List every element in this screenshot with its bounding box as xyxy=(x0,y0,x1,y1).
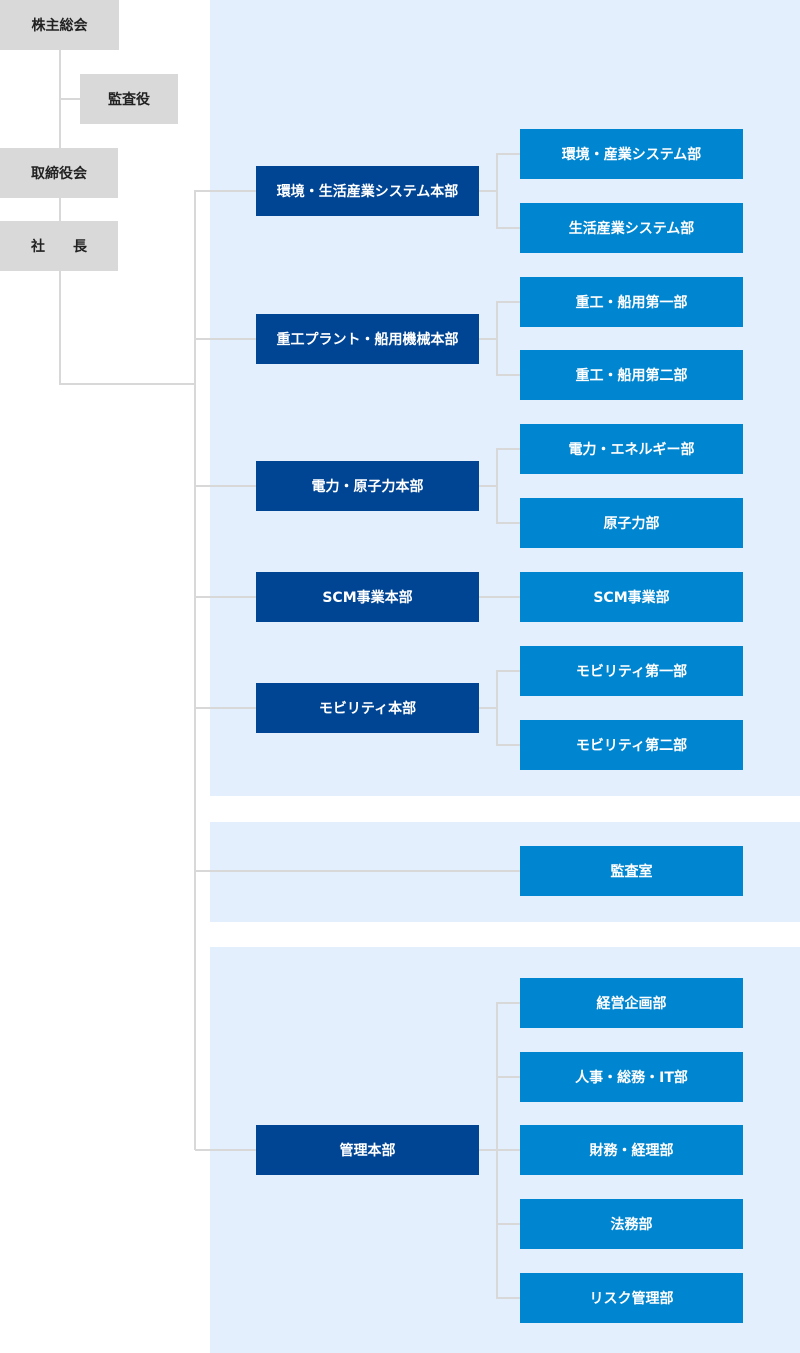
division-box: 管理本部 xyxy=(256,1125,479,1175)
connector-line xyxy=(479,707,498,709)
department-box: 原子力部 xyxy=(520,498,743,548)
division-box: モビリティ本部 xyxy=(256,683,479,733)
connector-line xyxy=(497,1076,520,1078)
connector-line xyxy=(497,522,520,524)
connector-line xyxy=(496,670,498,746)
auditor-box: 監査役 xyxy=(80,74,178,124)
connector-line xyxy=(195,485,256,487)
connector-line xyxy=(497,670,520,672)
connector-line xyxy=(496,153,498,229)
connector-line xyxy=(497,1002,520,1004)
division-box: 重工プラント・船用機械本部 xyxy=(256,314,479,364)
division-box: 電力・原子力本部 xyxy=(256,461,479,511)
board-of-directors-box: 取締役会 xyxy=(0,148,118,198)
connector-line xyxy=(195,707,256,709)
department-box: モビリティ第二部 xyxy=(520,720,743,770)
connector-line xyxy=(497,227,520,229)
connector-line xyxy=(195,596,256,598)
connector-line xyxy=(479,338,498,340)
connector-line xyxy=(195,190,256,192)
department-box: 生活産業システム部 xyxy=(520,203,743,253)
connector-line xyxy=(479,485,498,487)
connector-line xyxy=(479,596,520,598)
connector-line xyxy=(497,153,520,155)
connector-line xyxy=(60,383,196,385)
connector-line xyxy=(497,1149,520,1151)
connector-line xyxy=(497,448,520,450)
division-box: 環境・生活産業システム本部 xyxy=(256,166,479,216)
department-box: 法務部 xyxy=(520,1199,743,1249)
department-box: 重工・船用第一部 xyxy=(520,277,743,327)
connector-line xyxy=(194,190,196,1150)
department-box: SCM事業部 xyxy=(520,572,743,622)
connector-line xyxy=(496,301,498,376)
department-box: 人事・総務・IT部 xyxy=(520,1052,743,1102)
connector-line xyxy=(479,190,498,192)
department-box: 環境・産業システム部 xyxy=(520,129,743,179)
connector-line xyxy=(59,50,61,385)
department-box: 経営企画部 xyxy=(520,978,743,1028)
department-box: 電力・エネルギー部 xyxy=(520,424,743,474)
department-box: リスク管理部 xyxy=(520,1273,743,1323)
department-box: 監査室 xyxy=(520,846,743,896)
connector-line xyxy=(195,1149,256,1151)
president-box: 社 長 xyxy=(0,221,118,271)
department-box: モビリティ第一部 xyxy=(520,646,743,696)
department-box: 財務・経理部 xyxy=(520,1125,743,1175)
connector-line xyxy=(60,98,80,100)
shareholders-meeting-box: 株主総会 xyxy=(0,0,119,50)
connector-line xyxy=(497,374,520,376)
division-box: SCM事業本部 xyxy=(256,572,479,622)
connector-line xyxy=(496,448,498,524)
department-box: 重工・船用第二部 xyxy=(520,350,743,400)
connector-line xyxy=(195,870,520,872)
connector-line xyxy=(195,338,256,340)
connector-line xyxy=(497,1297,520,1299)
connector-line xyxy=(479,1149,498,1151)
connector-line xyxy=(497,744,520,746)
connector-line xyxy=(497,1223,520,1225)
connector-line xyxy=(497,301,520,303)
